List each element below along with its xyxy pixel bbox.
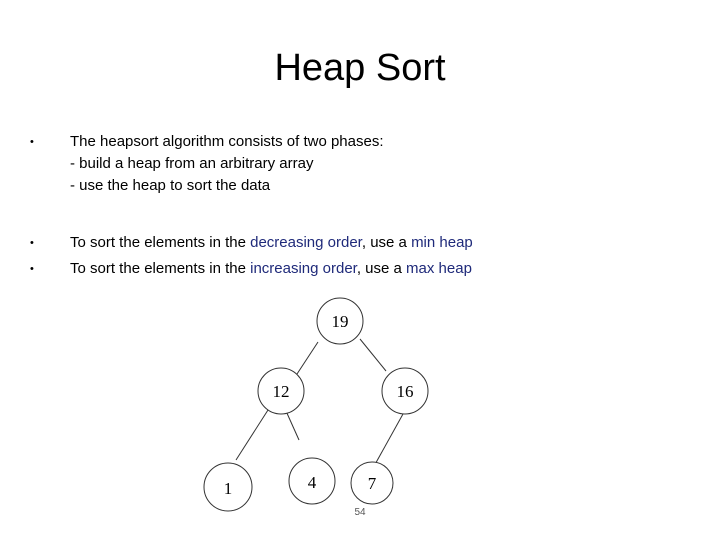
bullet-marker: • [30, 136, 34, 148]
edge-root-left [296, 341, 319, 375]
heap-node-left [257, 367, 305, 415]
slide-title: Heap Sort [274, 47, 446, 89]
bullet-line: The heapsort algorithm consists of two p… [70, 133, 384, 150]
highlight-decreasing-order: decreasing order [250, 234, 362, 251]
node-label-left: 12 [273, 382, 290, 401]
bullet-subline-build: - build a heap from an arbitrary array [70, 155, 314, 172]
edge-left-leftchild [235, 409, 269, 461]
bullet-marker: • [30, 237, 34, 249]
heap-node-left-right [288, 457, 336, 505]
edge-left-rightchild [285, 410, 300, 441]
node-label-root: 19 [332, 312, 349, 331]
node-label-left-left: 1 [224, 479, 233, 498]
highlight-increasing-order: increasing order [250, 260, 357, 277]
heap-node-root [316, 297, 364, 345]
bullet-middle: , use a [361, 234, 412, 251]
bullet-prefix: To sort the elements in the [70, 234, 251, 251]
bullet-middle: , use a [356, 260, 407, 277]
bullet-marker: • [30, 263, 34, 275]
heap-node-left-left [203, 462, 253, 512]
node-label-right: 16 [397, 382, 414, 401]
bullet-prefix: To sort the elements in the [70, 260, 251, 277]
highlight-min-heap: min heap [411, 234, 473, 251]
edge-root-right [359, 338, 387, 372]
node-label-right-left: 7 [368, 474, 377, 493]
node-label-left-right: 4 [308, 473, 317, 492]
heap-node-right-left [350, 461, 394, 505]
bullet-text: The heapsort algorithm consists of two p… [70, 131, 384, 197]
bullet-text: To sort the elements in the increasing o… [70, 258, 472, 280]
edge-right-leftchild [372, 413, 404, 469]
bullet-text: To sort the elements in the decreasing o… [70, 232, 473, 254]
heap-node-right [381, 367, 429, 415]
bullet-subline-sort: - use the heap to sort the data [70, 177, 271, 194]
highlight-max-heap: max heap [406, 260, 472, 277]
page-number: 54 [354, 507, 366, 518]
